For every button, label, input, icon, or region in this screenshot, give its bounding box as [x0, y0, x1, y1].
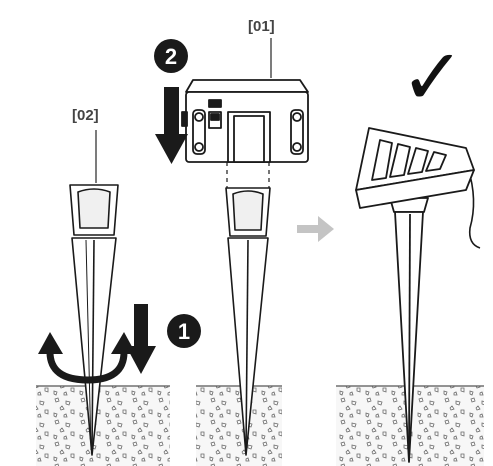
ground-left [36, 385, 170, 466]
arrow-down-icon [126, 304, 156, 374]
stake-middle [225, 187, 271, 456]
arrow-right-icon [297, 216, 334, 242]
part-label-02: [02] [72, 107, 99, 124]
step-badge-1: 1 [167, 314, 201, 348]
step-number-2: 2 [165, 44, 177, 69]
assembled-solar-light [355, 127, 481, 463]
step-badge-2: 2 [154, 39, 188, 73]
guide-lines [226, 162, 270, 188]
stake-left [69, 130, 119, 456]
part-label-01: [01] [248, 18, 275, 35]
ground-middle [196, 385, 282, 466]
solar-panel-back [181, 38, 309, 163]
checkmark-icon: ✓ [400, 33, 465, 123]
arrow-down-icon [155, 87, 188, 164]
step-number-1: 1 [178, 319, 190, 344]
